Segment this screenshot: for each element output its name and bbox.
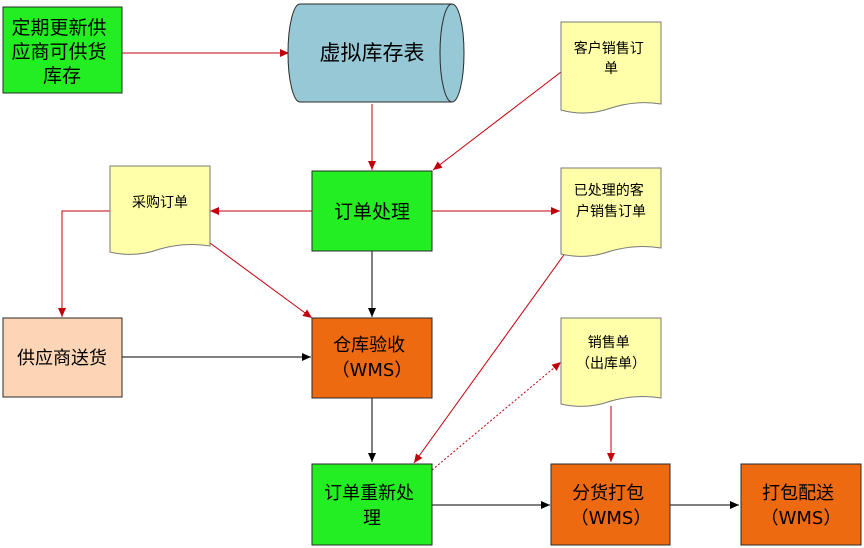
connectors: [58, 49, 739, 509]
sales-slip-label: 销售单 （出库单）: [576, 335, 646, 372]
order-processing-box[interactable]: 订单处理: [311, 170, 433, 252]
supplier-inventory-label: 定期更新供 应商可供货 库存: [11, 17, 112, 87]
warehouse-receiving-label: 仓库验收 （WMS）: [332, 335, 413, 381]
virtual-inventory-cylinder[interactable]: 虚拟库存表: [287, 3, 465, 103]
processed-order-label: 已处理的客 户销售订单: [574, 182, 648, 220]
customer-order-document[interactable]: 客户销售订 单: [560, 21, 662, 114]
arrow-purchase-order-to-supplier-delivery: [58, 210, 110, 317]
arrow-order-reprocessing-to-sales-slip: [431, 361, 562, 471]
supplier-delivery-label: 供应商送货: [17, 348, 107, 369]
purchase-order-document[interactable]: 采购订单: [109, 165, 211, 255]
order-processing-label: 订单处理: [334, 201, 410, 223]
arrow-customer-order-to-order-processing: [432, 71, 562, 171]
virtual-inventory-label: 虚拟库存表: [320, 41, 425, 65]
customer-order-label: 客户销售订 单: [574, 40, 648, 77]
pack-ship-box[interactable]: 打包配送 （WMS）: [740, 463, 862, 546]
purchase-order-label: 采购订单: [132, 195, 188, 211]
processed-order-document[interactable]: 已处理的客 户销售订单: [560, 167, 662, 257]
order-reprocessing-box[interactable]: 订单重新处 理: [311, 463, 433, 546]
pack-ship-label: 打包配送 （WMS）: [761, 483, 842, 529]
picking-packing-box[interactable]: 分货打包 （WMS）: [550, 463, 671, 546]
order-reprocessing-label: 订单重新处 理: [324, 483, 420, 529]
picking-packing-label: 分货打包 （WMS）: [571, 483, 652, 529]
arrow-purchase-order-to-warehouse-receiving: [209, 242, 313, 319]
arrow-processed-order-to-order-reprocessing: [413, 251, 567, 464]
sales-slip-document[interactable]: 销售单 （出库单）: [560, 317, 662, 407]
warehouse-receiving-box[interactable]: 仓库验收 （WMS）: [311, 317, 433, 399]
supplier-delivery-box[interactable]: 供应商送货: [2, 317, 123, 398]
supplier-inventory-box[interactable]: 定期更新供 应商可供货 库存: [2, 6, 123, 94]
